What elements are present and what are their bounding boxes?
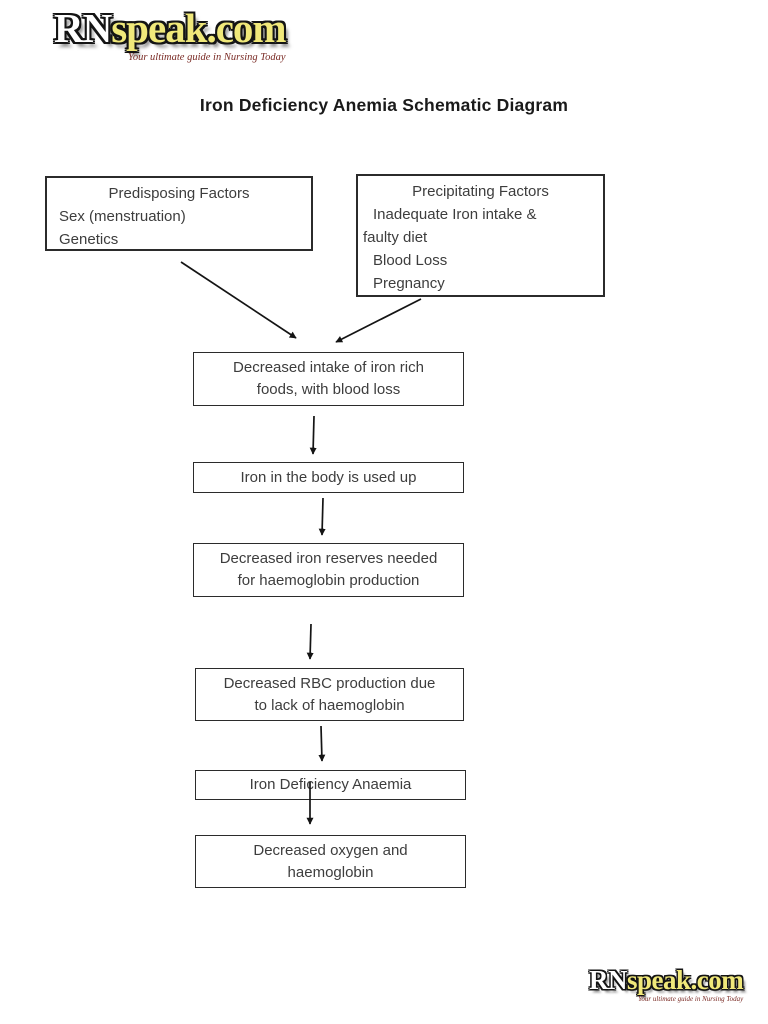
arrow-precipitating-to-intake bbox=[335, 298, 422, 343]
precipitating-item: Blood Loss bbox=[373, 252, 448, 269]
logo-suffix: speak.com bbox=[627, 965, 744, 995]
flow-box-iron-deficiency-anaemia: Iron Deficiency Anaemia bbox=[195, 770, 466, 800]
predisposing-heading: Predisposing Factors bbox=[108, 185, 250, 202]
flow-box-line: Decreased oxygen and bbox=[253, 841, 408, 859]
predisposing-item: Sex (menstruation) bbox=[59, 208, 186, 225]
predisposing-factors-box: Predisposing Factors Sex (menstruation) … bbox=[45, 176, 313, 251]
arrow-used-up-to-reserves bbox=[318, 497, 326, 536]
flow-box-decreased-reserves: Decreased iron reserves needed for haemo… bbox=[193, 543, 464, 597]
logo-suffix: speak.com bbox=[111, 5, 286, 51]
flow-box-line: foods, with blood loss bbox=[256, 381, 401, 398]
precipitating-factors-box: Precipitating Factors Inadequate Iron in… bbox=[356, 174, 605, 297]
flow-box-decreased-intake: Decreased intake of iron rich foods, wit… bbox=[193, 352, 464, 406]
arrow-intake-to-used-up bbox=[309, 415, 317, 455]
flow-box-line: haemoglobin bbox=[287, 863, 374, 881]
flow-box-line: Iron in the body is used up bbox=[240, 468, 417, 486]
logo-prefix: RN bbox=[54, 5, 112, 51]
arrow-predisposing-to-intake bbox=[180, 261, 297, 339]
flow-box-line: Decreased intake of iron rich bbox=[233, 359, 424, 376]
precipitating-item: Pregnancy bbox=[373, 275, 445, 292]
flow-box-decreased-oxygen: Decreased oxygen and haemoglobin bbox=[195, 835, 466, 888]
flow-box-line: for haemoglobin production bbox=[237, 572, 420, 589]
predisposing-item: Genetics bbox=[59, 231, 119, 248]
arrow-rbc-to-anaemia bbox=[318, 725, 326, 762]
logo-tagline: Your ultimate guide in Nursing Today bbox=[638, 995, 744, 1004]
flow-box-line: Decreased RBC production due bbox=[223, 674, 436, 692]
flow-box-line: Decreased iron reserves needed bbox=[219, 550, 438, 567]
page-title: Iron Deficiency Anemia Schematic Diagram bbox=[199, 95, 569, 115]
flow-box-line: to lack of haemoglobin bbox=[254, 696, 405, 714]
rnspeak-logo-text: RNspeak.com bbox=[589, 965, 744, 995]
precipitating-heading: Precipitating Factors bbox=[412, 183, 549, 200]
flow-box-decreased-rbc: Decreased RBC production due to lack of … bbox=[195, 668, 464, 721]
rnspeak-logo-text: RNspeak.com bbox=[54, 5, 287, 51]
rnspeak-logo-header: RNspeak.com Your ultimate guide in Nursi… bbox=[54, 5, 287, 64]
logo-tagline: Your ultimate guide in Nursing Today bbox=[127, 52, 286, 64]
precipitating-item: Inadequate Iron intake & bbox=[373, 206, 537, 223]
flow-box-line: Iron Deficiency Anaemia bbox=[249, 776, 412, 793]
logo-prefix: RN bbox=[589, 965, 628, 995]
rnspeak-logo-footer: RNspeak.com Your ultimate guide in Nursi… bbox=[589, 965, 744, 1004]
arrow-reserves-to-rbc bbox=[306, 623, 314, 660]
flow-box-iron-used-up: Iron in the body is used up bbox=[193, 462, 464, 493]
precipitating-item: faulty diet bbox=[363, 229, 428, 246]
